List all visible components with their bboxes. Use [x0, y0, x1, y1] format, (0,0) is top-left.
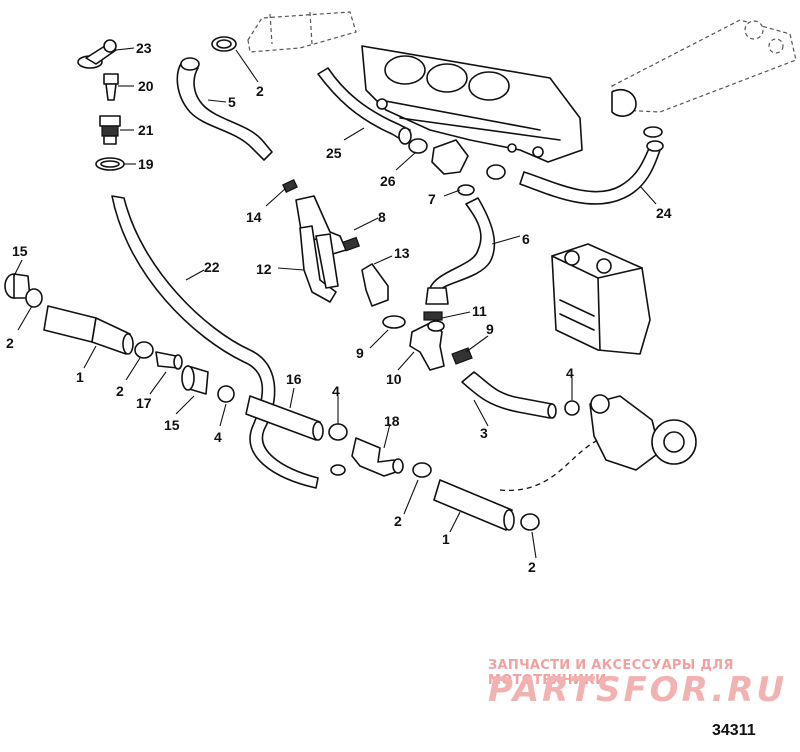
- hose-13: [361, 263, 389, 307]
- throttle-body-ghost: [611, 19, 797, 113]
- filter-housing: [551, 243, 651, 355]
- hose-25: [317, 67, 411, 141]
- clamp-4-right: [564, 400, 580, 416]
- callout-4-center: 4: [332, 383, 340, 399]
- callout-1-bottom: 1: [442, 531, 450, 547]
- water-pump: [589, 394, 697, 471]
- callout-9-left: 9: [356, 345, 364, 361]
- callout-2-mid: 2: [116, 383, 124, 399]
- fitting-10: [409, 320, 445, 371]
- fitting-17: [155, 351, 183, 370]
- clamp-24: [643, 126, 663, 138]
- callout-23: 23: [136, 40, 152, 56]
- hose-1-bottom: [433, 479, 513, 531]
- callout-4-right: 4: [566, 365, 574, 381]
- fitting-9b: [451, 347, 473, 365]
- callout-2-bottom-right: 2: [528, 559, 536, 575]
- callout-5: 5: [228, 94, 236, 110]
- hose-3: [461, 371, 553, 419]
- fitting-18: [351, 437, 404, 477]
- callout-labels: 23 20 21 19 5 2 25 26 7 24 14 8 6 13 12 …: [6, 40, 672, 575]
- bracket-12: [295, 195, 347, 303]
- clamp-2-left: [25, 288, 43, 308]
- callout-17: 17: [136, 395, 152, 411]
- callout-15-left: 15: [12, 243, 28, 259]
- callout-21: 21: [138, 122, 154, 138]
- callout-20: 20: [138, 78, 154, 94]
- clamp-top: [211, 36, 237, 52]
- fitting-23: [77, 39, 117, 69]
- clamp-4-center: [328, 423, 348, 441]
- callout-13: 13: [394, 245, 410, 261]
- thermostat-housing: [431, 139, 469, 175]
- callout-19: 19: [138, 156, 154, 172]
- callout-26: 26: [380, 173, 396, 189]
- callout-3: 3: [480, 425, 488, 441]
- hose-6: [429, 197, 496, 291]
- watermark-brand: PARTSFOR.RU: [488, 670, 788, 710]
- clamp-2-mid: [134, 341, 154, 359]
- callout-4-left: 4: [214, 429, 222, 445]
- callout-11: 11: [472, 303, 487, 319]
- callout-2-top: 2: [256, 83, 264, 99]
- clamp-19: [95, 157, 125, 171]
- callout-14: 14: [246, 209, 262, 225]
- clamp-26a: [408, 138, 428, 154]
- fitting-11: [423, 311, 443, 321]
- callout-10: 10: [386, 371, 402, 387]
- clamp-2-bottom-b: [520, 513, 540, 531]
- fitting-14: [282, 179, 298, 193]
- fitting-15-mid: [181, 365, 209, 395]
- callout-22: 22: [204, 259, 220, 275]
- callout-9-right: 9: [486, 321, 494, 337]
- fitting-8: [342, 236, 360, 252]
- hose-5: [176, 61, 273, 161]
- callout-18: 18: [384, 413, 400, 429]
- callout-8: 8: [378, 209, 386, 225]
- callout-2-left: 2: [6, 335, 14, 351]
- clamp-4-left: [217, 385, 235, 403]
- callout-6: 6: [522, 231, 530, 247]
- clamp-26b: [486, 164, 506, 180]
- hose-6-end: [425, 287, 449, 305]
- sensor-disc: [611, 88, 637, 117]
- hose-1-left-a: [43, 305, 97, 343]
- cylinder-head: [361, 45, 583, 163]
- callout-16: 16: [286, 371, 302, 387]
- clamp-2-bottom-a: [412, 462, 432, 478]
- watermark-tagline: ЗАПЧАСТИ И АКСЕССУАРЫ ДЛЯ МОТОТЕХНИКИ: [488, 658, 734, 688]
- callout-24: 24: [656, 205, 672, 221]
- leader-lines: [13, 47, 657, 559]
- clamp-small: [330, 464, 346, 476]
- callout-15-mid: 15: [164, 417, 180, 433]
- callout-7: 7: [428, 191, 436, 207]
- diagram-number: 34311: [712, 722, 756, 739]
- fitting-21: [99, 115, 121, 145]
- callout-25: 25: [326, 145, 342, 161]
- dashed-route: [499, 439, 599, 492]
- clamp-7: [457, 184, 475, 196]
- callout-1-left: 1: [76, 369, 84, 385]
- fuel-rail-ghost: [247, 11, 357, 53]
- callout-2-bottom: 2: [394, 513, 402, 529]
- callout-12: 12: [256, 261, 272, 277]
- clamp-9: [382, 315, 406, 329]
- plug-20: [103, 73, 119, 101]
